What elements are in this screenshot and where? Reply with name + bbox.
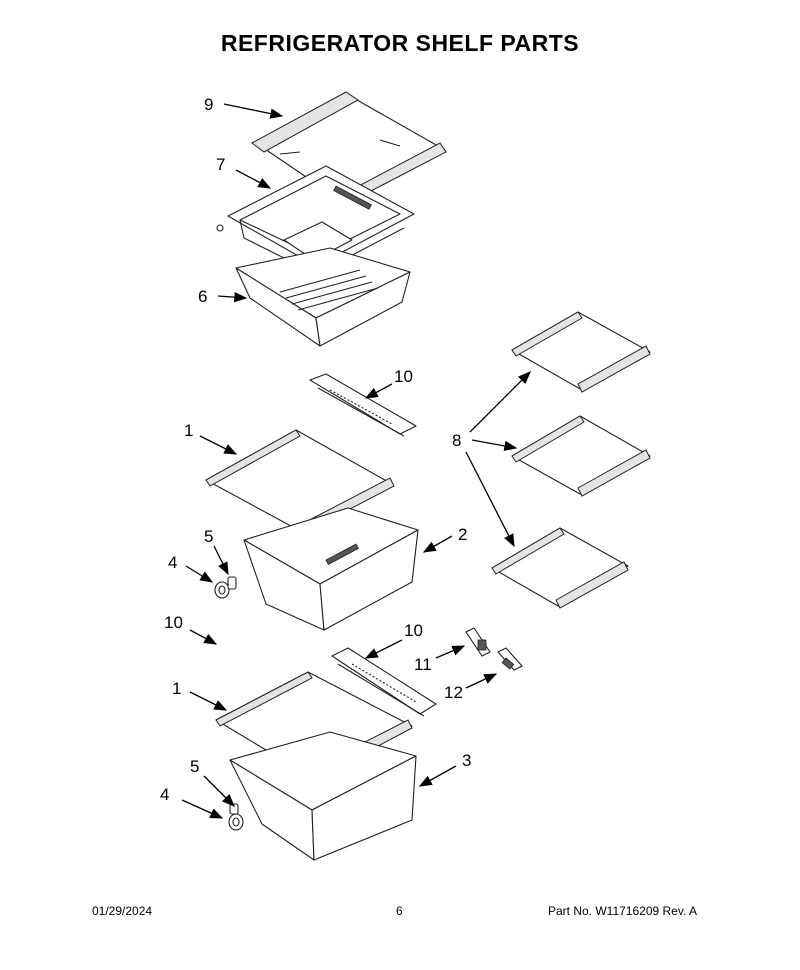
footer-date: 01/29/2024 <box>92 904 153 918</box>
part-10-shelf-rail-lower <box>331 647 437 717</box>
callout-arrows <box>181 103 531 819</box>
footer-page-number: 6 <box>396 904 403 918</box>
part-1-glass-shelf-upper <box>205 429 395 535</box>
part-4-5-roller-upper <box>214 576 237 599</box>
part-10-shelf-rail-top <box>309 373 417 437</box>
part-6-crisper-drawer <box>235 247 411 347</box>
callout-8: 8 <box>452 431 461 450</box>
part-8-shelf-c <box>491 527 629 609</box>
callout-labels: 9 7 6 10 1 8 5 2 4 10 10 11 12 1 3 5 4 <box>160 95 471 804</box>
page-title: REFRIGERATOR SHELF PARTS <box>220 30 580 56</box>
callout-2: 2 <box>458 525 467 544</box>
callout-10-left: 10 <box>164 613 183 632</box>
part-7-crisper-frame <box>216 165 415 275</box>
callout-6: 6 <box>198 287 207 306</box>
part-2-drawer-upper <box>243 507 419 631</box>
callout-12: 12 <box>444 683 463 702</box>
callout-5-upper: 5 <box>204 527 213 546</box>
footer-part-number: Part No. W11716209 Rev. A <box>548 904 697 918</box>
part-12-clip <box>497 647 523 671</box>
callout-7: 7 <box>216 155 225 174</box>
part-8-shelf-b <box>511 415 651 497</box>
callout-4-upper: 4 <box>168 553 177 572</box>
callout-3: 3 <box>462 751 471 770</box>
part-4-5-roller-lower <box>228 803 244 831</box>
part-11-clip <box>465 627 491 657</box>
callout-11: 11 <box>414 655 432 674</box>
callout-4-lower: 4 <box>160 785 169 804</box>
callout-10-lower: 10 <box>404 621 423 640</box>
callout-1-lower: 1 <box>172 679 181 698</box>
callout-9: 9 <box>204 95 213 114</box>
callout-5-lower: 5 <box>190 757 199 776</box>
part-3-drawer-lower <box>229 731 417 861</box>
callout-1-upper: 1 <box>184 421 193 440</box>
part-8-shelf-a <box>511 311 651 393</box>
callout-10-top: 10 <box>394 367 413 386</box>
